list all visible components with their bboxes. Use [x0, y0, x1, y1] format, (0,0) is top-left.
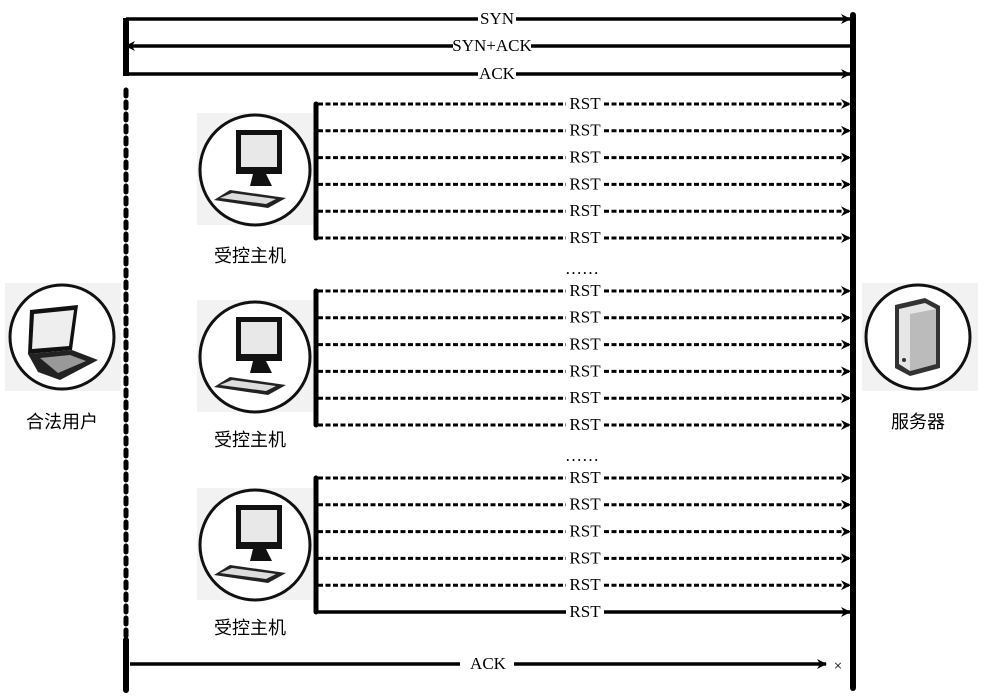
message-label: RST	[569, 361, 601, 380]
rst-message: RST	[318, 148, 851, 167]
final-ack-message: ACK ×	[130, 654, 842, 674]
bot-label: 受控主机	[214, 430, 286, 451]
message-label: RST	[569, 548, 601, 567]
message-label: RST	[569, 495, 601, 514]
rst-message: RST	[318, 415, 851, 434]
bot-label: 受控主机	[214, 246, 286, 267]
rst-message: RST	[318, 121, 851, 140]
rst-message: RST	[318, 495, 851, 514]
server-icon	[895, 298, 940, 376]
rst-message: RST	[318, 94, 851, 113]
bot-group-2: 受控主机 RST RST RST RST RST RST	[197, 281, 851, 451]
message-label: ACK	[479, 64, 516, 83]
handshake-message-syn-ack: SYN+ACK	[125, 36, 850, 55]
rst-message: RST	[318, 548, 851, 567]
rst-message: RST	[318, 575, 851, 594]
message-label: RST	[569, 281, 601, 300]
server-node: 服务器	[862, 283, 978, 433]
message-label: ACK	[470, 654, 507, 673]
message-label: RST	[569, 522, 601, 541]
laptop-icon	[28, 305, 98, 380]
server-label: 服务器	[891, 412, 945, 433]
rst-message: RST	[318, 281, 851, 300]
blocked-mark: ×	[834, 658, 842, 674]
message-label: RST	[569, 121, 601, 140]
rst-message: RST	[318, 174, 851, 193]
bot-group-1: 受控主机 RST RST RST RST RST RST	[197, 94, 851, 267]
handshake-message-ack: ACK	[126, 64, 851, 83]
rst-message: RST	[318, 388, 851, 407]
legit-user-node: 合法用户	[5, 283, 121, 433]
message-label: RST	[569, 174, 601, 193]
rst-message: RST	[318, 201, 851, 220]
message-label: SYN+ACK	[452, 36, 532, 55]
rst-message: RST	[318, 468, 851, 487]
message-label: RST	[569, 94, 601, 113]
message-label: RST	[569, 228, 601, 247]
ellipsis: ……	[565, 259, 599, 278]
bot-group-3: 受控主机 RST RST RST RST RST RST	[197, 468, 851, 639]
rst-message: RST	[318, 228, 851, 247]
message-label: RST	[569, 602, 601, 621]
rst-message: RST	[318, 335, 851, 354]
message-label: RST	[569, 308, 601, 327]
ellipsis: ……	[565, 446, 599, 465]
message-label: RST	[569, 201, 601, 220]
handshake-message-syn: SYN	[126, 9, 851, 28]
message-label: RST	[569, 468, 601, 487]
bot-label: 受控主机	[214, 618, 286, 639]
message-label: RST	[569, 415, 601, 434]
rst-message: RST	[318, 602, 851, 621]
rst-message: RST	[318, 522, 851, 541]
message-label: SYN	[480, 9, 514, 28]
legit-user-label: 合法用户	[26, 412, 98, 433]
message-label: RST	[569, 575, 601, 594]
message-label: RST	[569, 335, 601, 354]
message-label: RST	[569, 148, 601, 167]
rst-message: RST	[318, 361, 851, 380]
message-label: RST	[569, 388, 601, 407]
rst-message: RST	[318, 308, 851, 327]
